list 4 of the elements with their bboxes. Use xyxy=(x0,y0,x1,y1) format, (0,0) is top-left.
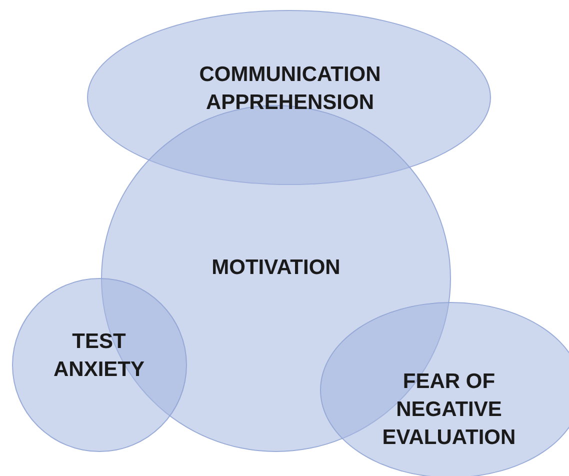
shape-label: MOTIVATION xyxy=(210,255,342,281)
shape-label: FEAR OF NEGATIVE EVALUATION xyxy=(381,369,517,451)
shape-label: COMMUNICATION APPREHENSION xyxy=(198,62,382,116)
shape-label: TEST ANXIETY xyxy=(52,329,146,383)
